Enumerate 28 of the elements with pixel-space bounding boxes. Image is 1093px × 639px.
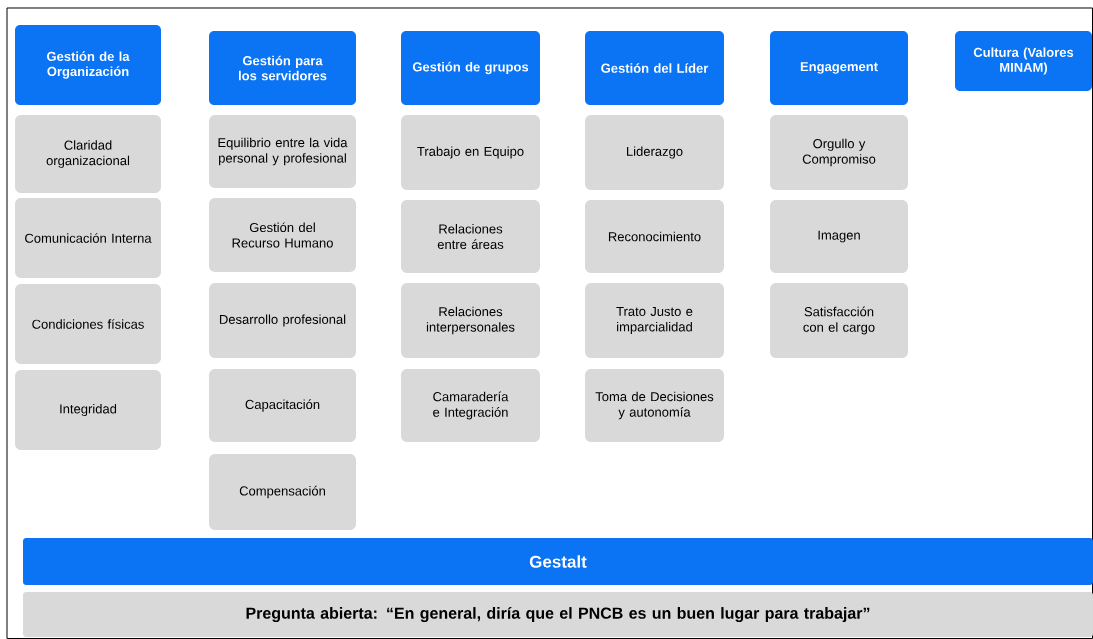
banner-bar: Gestalt	[23, 538, 1093, 585]
header-box: Gestión de la Organización	[15, 25, 161, 105]
category-box: Capacitación	[209, 369, 356, 442]
category-box: Satisfacción con el cargo	[770, 283, 908, 358]
category-box: Comunicación Interna	[15, 198, 161, 278]
category-box: Relaciones entre áreas	[401, 200, 540, 273]
header-box: Gestión para los servidores	[209, 31, 356, 105]
category-box: Desarrollo profesional	[209, 283, 356, 358]
category-box: Orgullo y Compromiso	[770, 115, 908, 190]
category-box: Trabajo en Equipo	[401, 115, 540, 190]
header-box: Gestión de grupos	[401, 31, 540, 105]
category-box: Condiciones físicas	[15, 284, 161, 364]
category-box: Trato Justo e imparcialidad	[585, 283, 724, 358]
category-box: Relaciones interpersonales	[401, 283, 540, 358]
category-box: Compensación	[209, 454, 356, 530]
category-box: Claridad organizacional	[15, 115, 161, 193]
header-box: Gestión del Líder	[585, 31, 724, 105]
category-box: Imagen	[770, 200, 908, 273]
category-box: Liderazgo	[585, 115, 724, 190]
header-box: Cultura (Valores MINAM)	[955, 31, 1092, 91]
header-box: Engagement	[770, 31, 908, 105]
category-box: Camaradería e Integración	[401, 369, 540, 442]
category-box: Integridad	[15, 370, 161, 450]
category-box: Gestión del Recurso Humano	[209, 198, 356, 272]
category-box: Toma de Decisiones y autonomía	[585, 369, 724, 442]
category-box: Equilibrio entre la vida personal y profesional	[209, 115, 356, 188]
category-box: Reconocimiento	[585, 200, 724, 273]
question-bar: Pregunta abierta: “En general, diría que el PNCB es un buen lugar para trabajar”	[23, 592, 1093, 637]
